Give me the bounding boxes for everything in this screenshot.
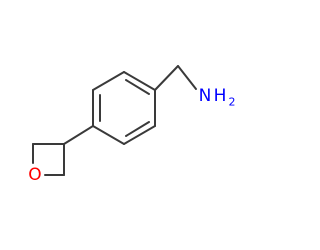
ring-bond — [92, 125, 125, 145]
oxygen-label: O — [28, 165, 41, 185]
benzene-ring — [92, 71, 156, 145]
structure-canvas: N H 2 O — [28, 65, 236, 185]
oxetane-ring: O — [28, 125, 94, 185]
molecule-structure: N H 2 O — [28, 65, 236, 185]
ring-to-ch2-bond — [154, 65, 179, 91]
ring-double-bond — [125, 121, 150, 137]
amine-hydrogen-count: 2 — [229, 96, 236, 109]
ring-bond — [123, 71, 156, 91]
ch2-to-n-bond — [177, 65, 197, 90]
aminomethyl-group: N H 2 — [154, 65, 236, 109]
nitrogen-label: N — [199, 86, 212, 106]
ring-double-bond — [125, 79, 150, 95]
amine-hydrogen-label: H — [214, 86, 227, 106]
ring-to-oxetane-bond — [63, 125, 94, 145]
ring-bond — [123, 125, 156, 145]
ring-bond — [92, 71, 125, 91]
